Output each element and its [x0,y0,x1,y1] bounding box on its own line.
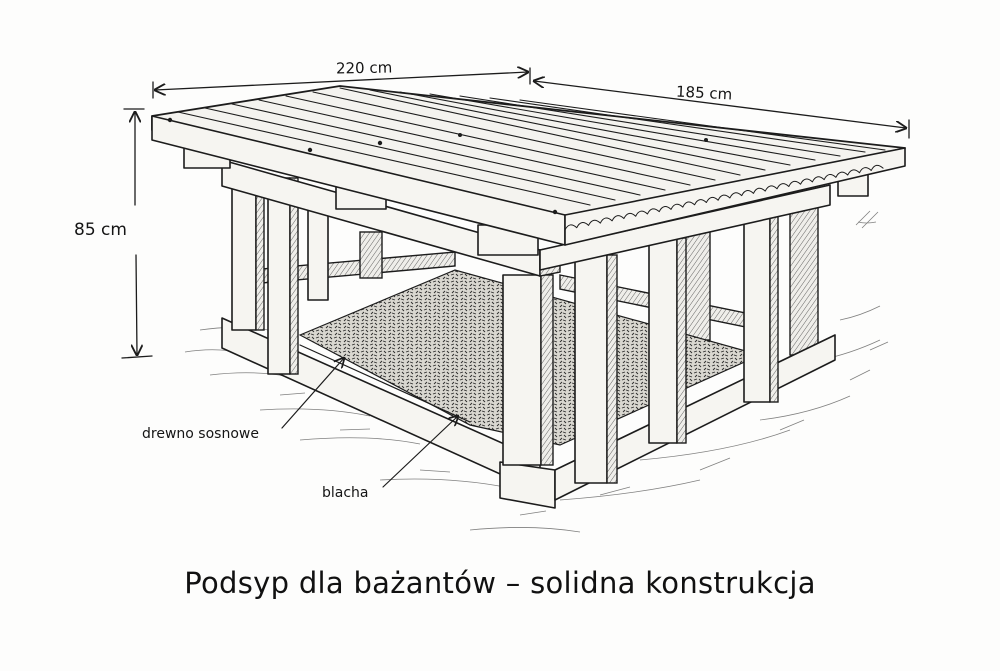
callout-leaders [281,358,458,488]
pine-wood-callout: drewno sosnowe [142,426,259,442]
dimension-lines [121,68,910,359]
width-dimension-label: 220 cm [335,58,393,78]
left-side-posts [231,177,329,375]
height-dimension-label: 85 cm [74,220,127,240]
depth-dimension-label: 185 cm [675,82,733,104]
left-base-beam [221,317,556,509]
corrugated-roof [151,85,906,246]
metal-sheet-callout: blacha [322,485,369,501]
artist-signature [855,210,879,229]
front-posts [502,211,779,484]
diagram-title: Podsyp dla bażantów – solidna konstrukcj… [184,566,816,600]
